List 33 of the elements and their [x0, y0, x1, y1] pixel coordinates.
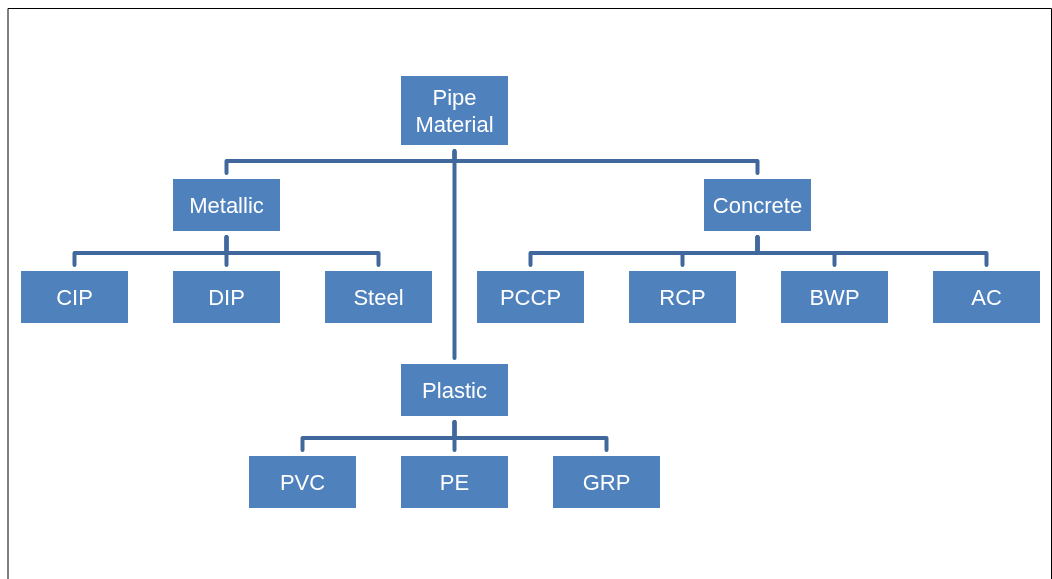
category-box — [325, 271, 432, 323]
box-label: Steel — [353, 283, 404, 311]
box-label: BWP — [809, 283, 860, 311]
category-box — [933, 271, 1040, 323]
category-box — [781, 271, 888, 323]
category-box — [21, 271, 128, 323]
box-label: PE — [439, 468, 470, 496]
box-label: PVC — [279, 468, 326, 496]
box-label: Plastic — [422, 376, 487, 404]
box-label: Concrete — [712, 191, 803, 219]
category-box — [704, 179, 811, 231]
category-box — [401, 76, 508, 145]
box-label: PCCP — [499, 283, 562, 311]
connector-line — [452, 149, 760, 175]
category-box — [173, 179, 280, 231]
box-label: GRP — [582, 468, 631, 496]
box-label: RCP — [659, 283, 706, 311]
category-box — [477, 271, 584, 323]
connector-line — [224, 235, 381, 267]
category-box — [401, 456, 508, 508]
box-label: Metallic — [189, 191, 264, 219]
category-box — [401, 364, 508, 416]
connector-line — [452, 150, 457, 360]
box-label: DIP — [208, 283, 245, 311]
box-label: Pipe Material — [414, 83, 495, 138]
category-box — [173, 271, 280, 323]
connector-line — [755, 235, 989, 267]
category-box — [629, 271, 736, 323]
category-box — [249, 456, 356, 508]
box-label: CIP — [56, 283, 93, 311]
category-box — [553, 456, 660, 508]
connector-line — [452, 420, 609, 452]
box-label: AC — [971, 283, 1002, 311]
